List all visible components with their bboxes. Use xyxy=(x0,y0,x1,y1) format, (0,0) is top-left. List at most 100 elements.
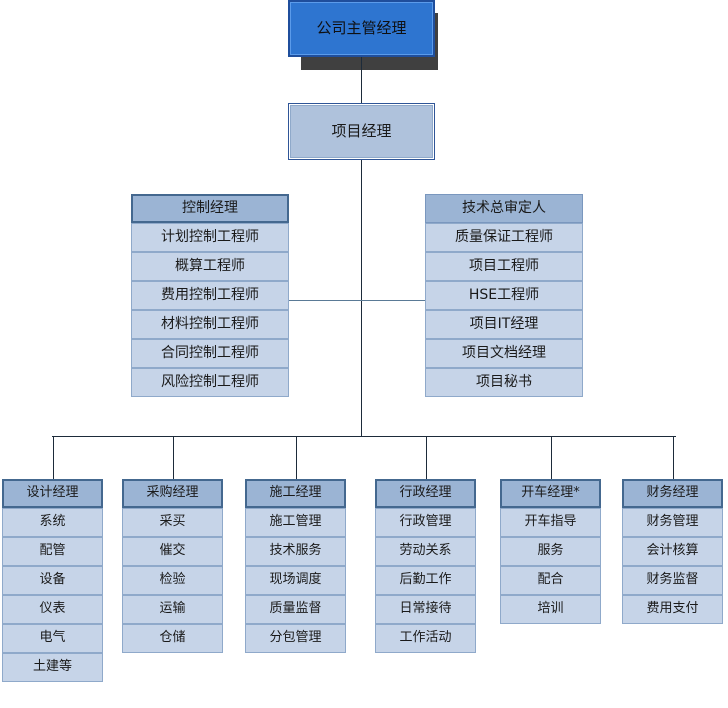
column-2-item-0[interactable]: 施工管理 xyxy=(245,508,346,537)
project-manager-label: 项目经理 xyxy=(331,122,392,141)
column-5-item-1-label: 会计核算 xyxy=(646,543,699,559)
column-2-item-1[interactable]: 技术服务 xyxy=(245,537,346,566)
column-2-item-0-label: 施工管理 xyxy=(269,514,322,530)
column-1-item-2-label: 检验 xyxy=(159,572,186,588)
column-2-header-label: 施工经理 xyxy=(269,485,322,501)
column-3-item-1-label: 劳动关系 xyxy=(399,543,452,559)
column-1-header[interactable]: 采购经理 xyxy=(122,479,223,508)
column-0-item-2-label: 设备 xyxy=(39,572,66,588)
column-5-header[interactable]: 财务经理 xyxy=(622,479,723,508)
column-1-header-label: 采购经理 xyxy=(146,485,199,501)
column-2-item-4[interactable]: 分包管理 xyxy=(245,624,346,653)
column-4-item-2[interactable]: 配合 xyxy=(500,566,601,595)
column-5-item-3-label: 费用支付 xyxy=(646,601,699,617)
column-0-item-1[interactable]: 配管 xyxy=(2,537,103,566)
column-0-item-5[interactable]: 土建等 xyxy=(2,653,103,682)
column-1-item-0[interactable]: 采买 xyxy=(122,508,223,537)
column-0-item-1-label: 配管 xyxy=(39,543,66,559)
column-4-item-2-label: 配合 xyxy=(537,572,564,588)
connector-bus-to-column-5 xyxy=(673,436,674,479)
column-1-item-0-label: 采买 xyxy=(159,514,186,530)
column-1-item-3-label: 运输 xyxy=(159,601,186,617)
column-1-item-1-label: 催交 xyxy=(159,543,186,559)
control-manager-item-5-label: 风险控制工程师 xyxy=(161,373,259,390)
column-5-item-2[interactable]: 财务监督 xyxy=(622,566,723,595)
column-2-item-2[interactable]: 现场调度 xyxy=(245,566,346,595)
column-1-item-3[interactable]: 运输 xyxy=(122,595,223,624)
column-5-item-3[interactable]: 费用支付 xyxy=(622,595,723,624)
column-4-item-1-label: 服务 xyxy=(537,543,564,559)
column-0-item-5-label: 土建等 xyxy=(32,659,72,675)
column-3-item-0-label: 行政管理 xyxy=(399,514,452,530)
column-3-header[interactable]: 行政经理 xyxy=(375,479,476,508)
column-2-item-3-label: 质量监督 xyxy=(269,601,322,617)
control-manager-item-3-label: 材料控制工程师 xyxy=(161,315,259,332)
exec-box-label: 公司主管经理 xyxy=(316,19,407,38)
connector-exec-to-pm xyxy=(361,57,362,103)
technical-review-item-0[interactable]: 质量保证工程师 xyxy=(425,223,583,252)
column-4-item-0[interactable]: 开车指导 xyxy=(500,508,601,537)
column-3-item-4[interactable]: 工作活动 xyxy=(375,624,476,653)
technical-review-item-1[interactable]: 项目工程师 xyxy=(425,252,583,281)
connector-bus-to-column-2 xyxy=(296,436,297,479)
connector-bottom-bus xyxy=(52,436,676,437)
column-2-header[interactable]: 施工经理 xyxy=(245,479,346,508)
column-0-header-label: 设计经理 xyxy=(26,485,79,501)
control-manager-item-2[interactable]: 费用控制工程师 xyxy=(131,281,289,310)
project-manager-box[interactable]: 项目经理 xyxy=(288,103,435,160)
exec-box[interactable]: 公司主管经理 xyxy=(288,0,435,57)
technical-review-item-5-label: 项目秘书 xyxy=(476,373,532,390)
technical-review-item-2[interactable]: HSE工程师 xyxy=(425,281,583,310)
column-0-item-0[interactable]: 系统 xyxy=(2,508,103,537)
technical-review-header[interactable]: 技术总审定人 xyxy=(425,194,583,223)
column-4-item-0-label: 开车指导 xyxy=(524,514,577,530)
connector-main-trunk xyxy=(361,160,362,436)
column-3-item-2[interactable]: 后勤工作 xyxy=(375,566,476,595)
column-0-item-0-label: 系统 xyxy=(39,514,66,530)
column-0-item-3-label: 仪表 xyxy=(39,601,66,617)
control-manager-item-0-label: 计划控制工程师 xyxy=(161,228,259,245)
technical-review-item-4[interactable]: 项目文档经理 xyxy=(425,339,583,368)
column-5-header-label: 财务经理 xyxy=(646,485,699,501)
column-3-item-3[interactable]: 日常接待 xyxy=(375,595,476,624)
column-1-item-1[interactable]: 催交 xyxy=(122,537,223,566)
column-3-item-2-label: 后勤工作 xyxy=(399,572,452,588)
technical-review-header-label: 技术总审定人 xyxy=(462,199,546,216)
column-1-item-4[interactable]: 仓储 xyxy=(122,624,223,653)
column-3-item-0[interactable]: 行政管理 xyxy=(375,508,476,537)
control-manager-item-4[interactable]: 合同控制工程师 xyxy=(131,339,289,368)
control-manager-item-1[interactable]: 概算工程师 xyxy=(131,252,289,281)
column-3-item-4-label: 工作活动 xyxy=(399,630,452,646)
column-5-item-0[interactable]: 财务管理 xyxy=(622,508,723,537)
column-2-item-4-label: 分包管理 xyxy=(269,630,322,646)
column-1-item-2[interactable]: 检验 xyxy=(122,566,223,595)
technical-review-item-3[interactable]: 项目IT经理 xyxy=(425,310,583,339)
control-manager-item-5[interactable]: 风险控制工程师 xyxy=(131,368,289,397)
control-manager-header[interactable]: 控制经理 xyxy=(131,194,289,223)
column-3-item-1[interactable]: 劳动关系 xyxy=(375,537,476,566)
technical-review-item-4-label: 项目文档经理 xyxy=(462,344,546,361)
column-4-header-label: 开车经理* xyxy=(521,485,580,501)
column-4-item-1[interactable]: 服务 xyxy=(500,537,601,566)
column-0-item-3[interactable]: 仪表 xyxy=(2,595,103,624)
column-4-header[interactable]: 开车经理* xyxy=(500,479,601,508)
connector-bus-to-column-3 xyxy=(426,436,427,479)
column-0-item-4[interactable]: 电气 xyxy=(2,624,103,653)
column-5-item-1[interactable]: 会计核算 xyxy=(622,537,723,566)
control-manager-item-4-label: 合同控制工程师 xyxy=(161,344,259,361)
connector-bus-to-column-1 xyxy=(173,436,174,479)
column-5-item-0-label: 财务管理 xyxy=(646,514,699,530)
connector-staff-right xyxy=(361,300,425,301)
column-0-header[interactable]: 设计经理 xyxy=(2,479,103,508)
column-2-item-3[interactable]: 质量监督 xyxy=(245,595,346,624)
column-2-item-1-label: 技术服务 xyxy=(269,543,322,559)
control-manager-item-3[interactable]: 材料控制工程师 xyxy=(131,310,289,339)
technical-review-item-5[interactable]: 项目秘书 xyxy=(425,368,583,397)
column-3-header-label: 行政经理 xyxy=(399,485,452,501)
control-manager-item-0[interactable]: 计划控制工程师 xyxy=(131,223,289,252)
control-manager-header-label: 控制经理 xyxy=(182,199,238,216)
technical-review-item-0-label: 质量保证工程师 xyxy=(455,228,553,245)
column-0-item-2[interactable]: 设备 xyxy=(2,566,103,595)
column-4-item-3[interactable]: 培训 xyxy=(500,595,601,624)
